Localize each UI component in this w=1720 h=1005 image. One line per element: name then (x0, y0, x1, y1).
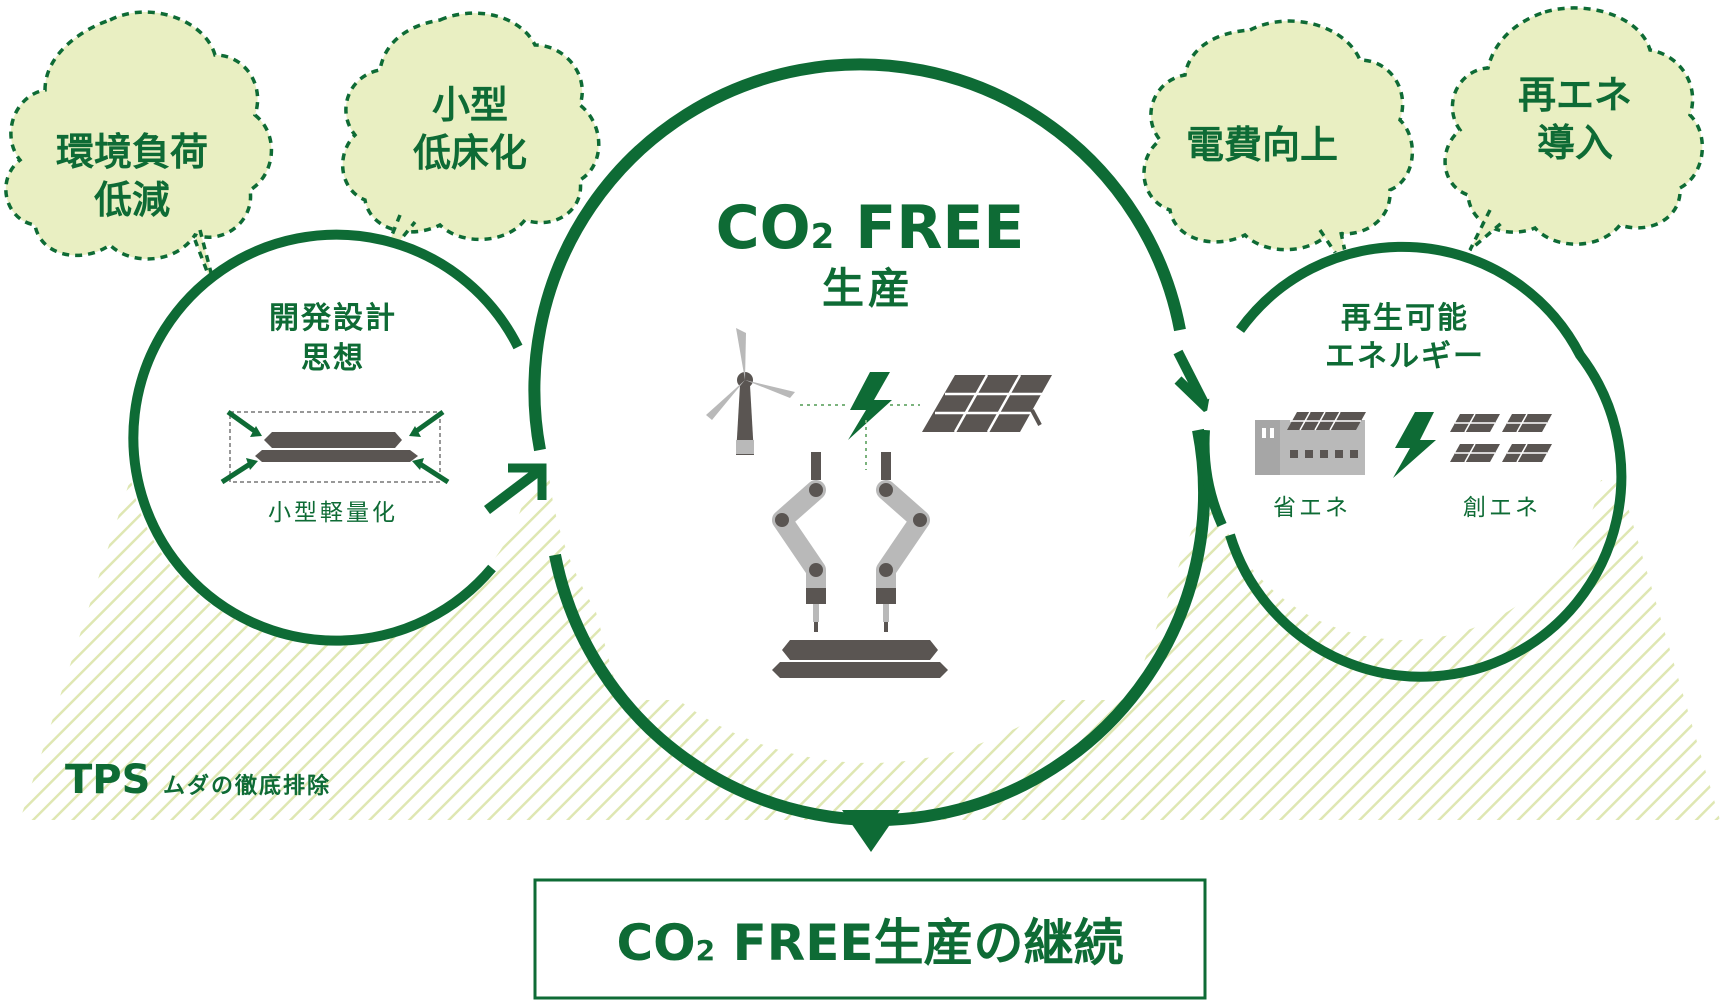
right-caption-left: 省エネ (1273, 495, 1351, 521)
tps-sub-label: ムダの徹底排除 (163, 773, 331, 799)
cloud-label-line2: 低床化 (413, 131, 527, 175)
cloud-label-line2: 低減 (94, 178, 170, 222)
left-circle-design: 開発設計 思想 小型軽量化 (127, 229, 547, 646)
cloud-compact-low-floor: 小型 低床化 (340, 11, 601, 267)
right-title-line2: エネルギー (1325, 339, 1485, 374)
right-title-line1: 再生可能 (1341, 301, 1469, 336)
compress-arrows-icon (220, 409, 450, 485)
cloud-renewable-introduction: 再エネ 導入 (1443, 6, 1705, 252)
left-caption: 小型軽量化 (268, 500, 398, 526)
right-circle-renewable: 再生可能 エネルギー 省エネ 創エネ (1199, 240, 1627, 682)
factory-icon (1255, 411, 1366, 475)
cloud-label-line1: 小型 (432, 83, 508, 127)
solar-panel-icon (1450, 413, 1552, 463)
lightning-icon (1393, 412, 1436, 478)
cloud-label-line2: 導入 (1537, 121, 1613, 165)
robot-arm-icon (772, 452, 930, 632)
solar-panel-icon (922, 374, 1052, 433)
arrow-head-icon (508, 463, 547, 500)
right-caption-right: 創エネ (1463, 495, 1541, 521)
cloud-label-line1: 電費向上 (1186, 123, 1338, 167)
cloud-power-efficiency: 電費向上 (1142, 19, 1415, 276)
machine-icon (772, 640, 948, 678)
cloud-label-line1: 再エネ (1518, 73, 1632, 117)
result-box: CO2 FREE生産の継続 (533, 878, 1207, 1000)
tps-label: TPS (65, 757, 150, 803)
center-title-line2: 生産 (822, 264, 914, 313)
wind-turbine-icon (706, 328, 795, 455)
lightning-icon (848, 372, 892, 440)
left-title-line2: 思想 (301, 341, 365, 376)
cloud-environment-load: 環境負荷 低減 (4, 10, 274, 301)
result-text: CO2 FREE生産の継続 (616, 914, 1123, 972)
cloud-label-line1: 環境負荷 (56, 130, 208, 174)
down-arrow-icon (842, 810, 900, 852)
center-title-line1: CO2 FREE (716, 193, 1025, 263)
left-title-line1: 開発設計 (269, 301, 397, 336)
